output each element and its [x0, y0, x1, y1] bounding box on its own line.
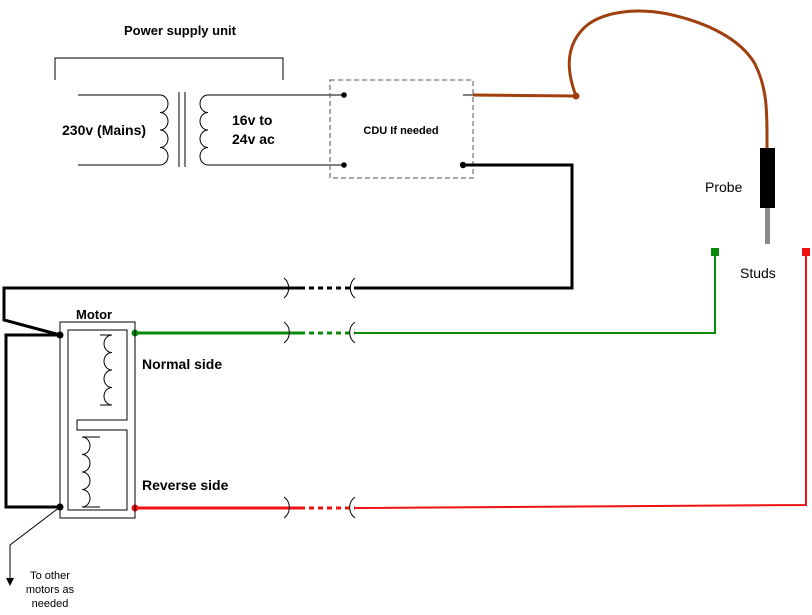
green-normal-wire	[131, 248, 719, 344]
connector-symbol	[283, 496, 290, 519]
transformer	[78, 92, 344, 167]
other-motors-label-line3: needed	[32, 598, 69, 610]
common-return-wire	[4, 333, 60, 509]
cdu-box: CDU If needed	[329, 79, 474, 179]
secondary-voltage-line2: 24v ac	[232, 131, 275, 147]
black-common-wire	[2, 163, 574, 337]
probe-body	[760, 148, 775, 208]
other-motors-label-line1: To other	[30, 570, 70, 582]
probe-label: Probe	[705, 179, 743, 195]
connector-symbol	[349, 496, 356, 519]
mains-label: 230v (Mains)	[62, 122, 146, 138]
red-reverse-wire	[131, 248, 810, 519]
normal-side-label: Normal side	[142, 356, 222, 372]
primary-coil	[159, 94, 169, 166]
cdu-input-terminal-bottom	[341, 162, 347, 168]
connector-symbol	[283, 277, 290, 299]
red-stud	[802, 248, 810, 256]
probe: Probe	[705, 148, 775, 244]
reverse-coil	[81, 436, 100, 508]
connector-symbol	[349, 321, 356, 344]
secondary-voltage-line1: 16v to	[232, 112, 272, 128]
reverse-side-label: Reverse side	[142, 477, 229, 493]
power-supply-label: Power supply unit	[124, 23, 237, 38]
secondary-coil	[199, 94, 209, 166]
point-motor: Motor	[56, 307, 136, 519]
green-stud	[711, 248, 719, 256]
motor-body	[59, 321, 136, 519]
brown-probe-wire	[472, 9, 769, 149]
power-supply-unit: Power supply unit 230v (Mains) 16v to 24…	[54, 23, 344, 167]
probe-tip	[765, 208, 770, 244]
connector-symbol	[349, 277, 356, 299]
cdu-label: CDU If needed	[363, 125, 438, 137]
other-motors-lead: To other motors as needed	[6, 506, 75, 610]
motor-label: Motor	[76, 307, 112, 322]
connector-symbol	[283, 321, 290, 344]
studs-label: Studs	[740, 265, 776, 281]
other-motors-label-line2: motors as	[26, 584, 75, 596]
normal-coil	[100, 334, 113, 406]
cdu-input-terminal-top	[341, 92, 347, 98]
power-supply-bracket	[54, 57, 284, 80]
motor-core	[67, 329, 128, 511]
